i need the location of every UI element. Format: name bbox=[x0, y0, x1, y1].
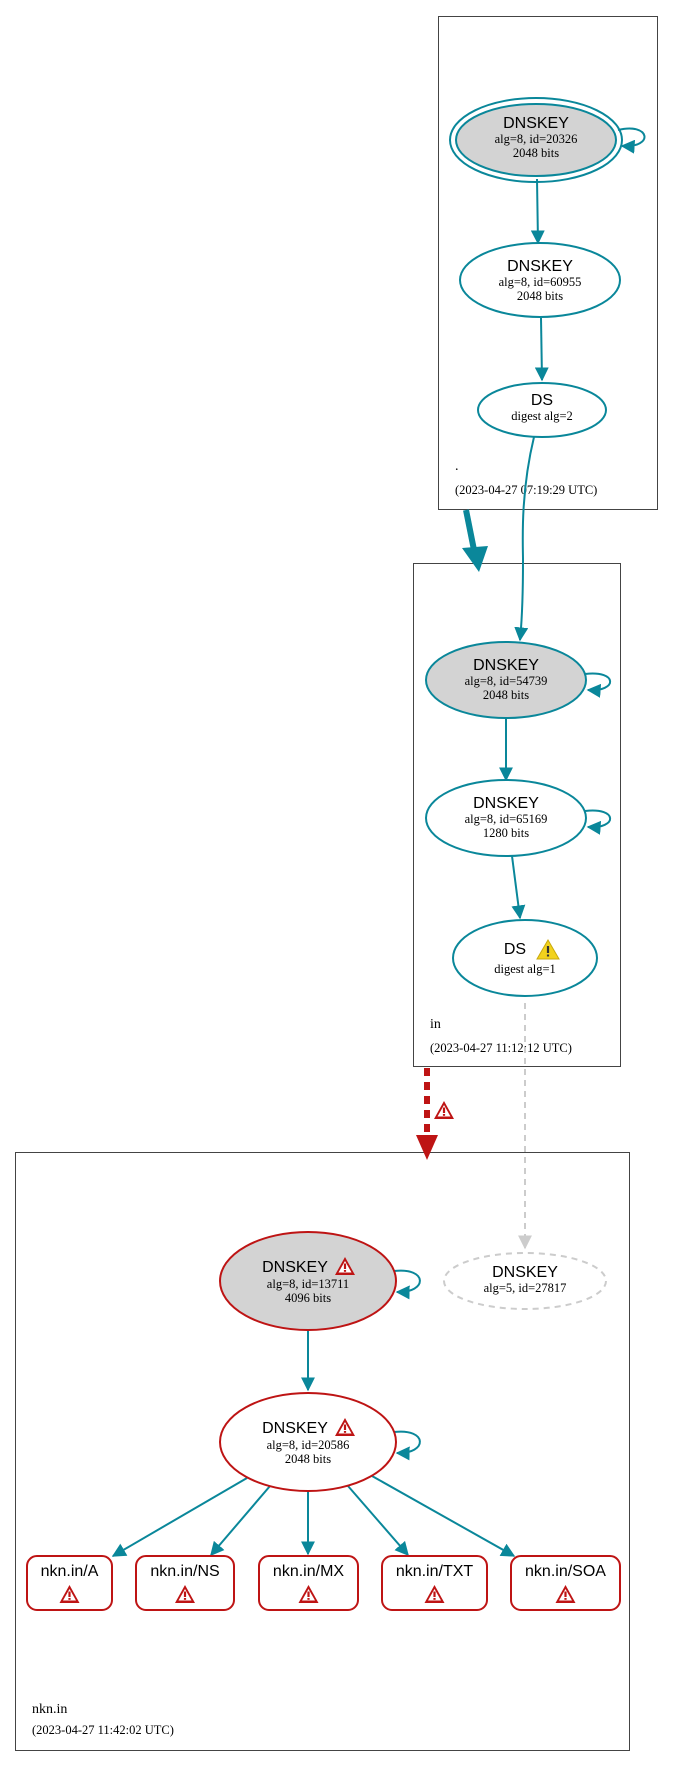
node-title: DNSKEY bbox=[473, 657, 539, 674]
edge-in-zsk-ds bbox=[511, 855, 526, 920]
node-title: DS bbox=[531, 392, 553, 409]
record-nkn-soa[interactable]: nkn.in/SOA bbox=[510, 1555, 621, 1611]
record-label: nkn.in/MX bbox=[273, 1563, 344, 1580]
node-detail: alg=8, id=60955 bbox=[499, 275, 582, 289]
edge-nkn-zsk-txt bbox=[347, 1485, 409, 1557]
node-detail: 2048 bits bbox=[285, 1452, 331, 1466]
node-title: DNSKEY bbox=[262, 1259, 328, 1276]
node-title: DNSKEY bbox=[262, 1420, 328, 1437]
record-nkn-ns[interactable]: nkn.in/NS bbox=[135, 1555, 235, 1611]
zone-box-in bbox=[413, 563, 621, 1067]
record-nkn-a[interactable]: nkn.in/A bbox=[26, 1555, 113, 1611]
edge-root-ksk-zsk bbox=[530, 178, 545, 245]
zone-name-in: in bbox=[430, 1017, 441, 1032]
node-detail: digest alg=1 bbox=[494, 962, 556, 976]
edge-root-ds-in-ksk bbox=[514, 436, 535, 642]
zone-box-root bbox=[438, 16, 658, 510]
edge-nkn-zsk-a bbox=[111, 1477, 248, 1557]
zone-name-root: . bbox=[455, 459, 459, 474]
edge-root-zsk-ds bbox=[534, 317, 549, 382]
node-title: DNSKEY bbox=[503, 115, 569, 132]
edge-nkn-zsk-ns bbox=[210, 1485, 271, 1557]
delegation-root-in-arrow bbox=[462, 546, 488, 572]
node-title: DNSKEY bbox=[492, 1264, 558, 1281]
record-label: nkn.in/A bbox=[41, 1563, 99, 1580]
node-root-ds[interactable]: DS digest alg=2 bbox=[477, 382, 607, 438]
node-detail: 2048 bits bbox=[483, 688, 529, 702]
node-nkn-zsk[interactable]: DNSKEY alg=8, id=20586 2048 bits bbox=[219, 1392, 397, 1492]
selfloop-in-zsk bbox=[584, 809, 612, 835]
node-detail: 2048 bits bbox=[517, 289, 563, 303]
selfloop-nkn-ksk bbox=[393, 1269, 421, 1300]
node-title: DNSKEY bbox=[507, 258, 573, 275]
node-in-ds[interactable]: DS digest alg=1 bbox=[452, 919, 598, 997]
record-label: nkn.in/SOA bbox=[525, 1563, 606, 1580]
node-detail: alg=5, id=27817 bbox=[484, 1281, 567, 1295]
node-root-zsk[interactable]: DNSKEY alg=8, id=60955 2048 bits bbox=[459, 242, 621, 318]
record-nkn-mx[interactable]: nkn.in/MX bbox=[258, 1555, 359, 1611]
node-detail: 1280 bits bbox=[483, 826, 529, 840]
zone-name-nkn: nkn.in bbox=[32, 1702, 67, 1717]
selfloop-root-ksk bbox=[617, 127, 646, 154]
selfloop-in-ksk bbox=[584, 672, 612, 698]
node-title: DS bbox=[504, 941, 526, 958]
node-detail: 2048 bits bbox=[513, 146, 559, 160]
record-label: nkn.in/NS bbox=[150, 1563, 219, 1580]
node-root-ksk[interactable]: DNSKEY alg=8, id=20326 2048 bits bbox=[449, 97, 623, 183]
selfloop-nkn-zsk bbox=[393, 1430, 421, 1461]
zone-timestamp-in: (2023-04-27 11:12:12 UTC) bbox=[430, 1041, 572, 1055]
delegation-in-nkn-arrow bbox=[416, 1135, 438, 1160]
node-detail: alg=8, id=20586 bbox=[267, 1438, 350, 1452]
node-title: DNSKEY bbox=[473, 795, 539, 812]
node-nkn-key2[interactable]: DNSKEY alg=5, id=27817 bbox=[443, 1252, 607, 1310]
record-nkn-txt[interactable]: nkn.in/TXT bbox=[381, 1555, 488, 1611]
zone-timestamp-nkn: (2023-04-27 11:42:02 UTC) bbox=[32, 1723, 174, 1737]
delegation-warning-icon bbox=[434, 1101, 454, 1119]
node-detail: 4096 bits bbox=[285, 1291, 331, 1305]
node-detail: alg=8, id=54739 bbox=[465, 674, 548, 688]
node-detail: digest alg=2 bbox=[511, 409, 573, 423]
node-detail: alg=8, id=13711 bbox=[267, 1277, 349, 1291]
node-detail: alg=8, id=65169 bbox=[465, 812, 548, 826]
node-in-ksk[interactable]: DNSKEY alg=8, id=54739 2048 bits bbox=[425, 641, 587, 719]
delegation-root-in bbox=[463, 509, 477, 551]
node-in-zsk[interactable]: DNSKEY alg=8, id=65169 1280 bits bbox=[425, 779, 587, 857]
node-nkn-ksk[interactable]: DNSKEY alg=8, id=13711 4096 bits bbox=[219, 1231, 397, 1331]
zone-box-nkn bbox=[15, 1152, 630, 1751]
edge-nkn-zsk-soa bbox=[371, 1475, 516, 1557]
node-detail: alg=8, id=20326 bbox=[495, 132, 578, 146]
record-label: nkn.in/TXT bbox=[396, 1563, 474, 1580]
